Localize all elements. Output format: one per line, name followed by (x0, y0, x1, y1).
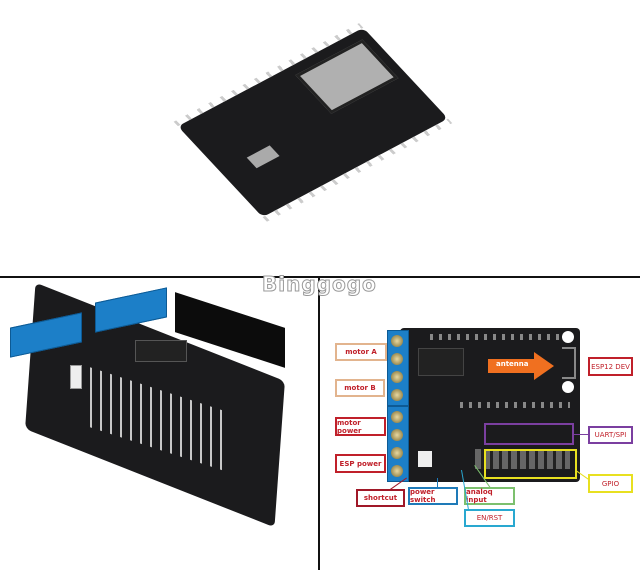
divider-vertical (318, 277, 320, 570)
label-motor-b: motor B (335, 379, 385, 397)
divider-horizontal (0, 276, 640, 278)
antenna-label: antenna (496, 360, 529, 368)
motor-terminal-block (387, 330, 409, 406)
power-switch (418, 451, 432, 467)
label-en-rst: EN/RST (464, 509, 515, 527)
connector-uart-spi (574, 434, 588, 435)
label-gpio: GPIO (588, 474, 633, 493)
label-motor-power: motor power (335, 417, 386, 436)
connector-power-switch (437, 478, 438, 487)
label-analog-input: analoq input (464, 487, 515, 505)
label-power-switch: power switch (408, 487, 458, 505)
label-shortcut: shortcut (356, 489, 405, 507)
gpio-headers (475, 449, 570, 469)
label-esp12-dev: ESP12 DEV (588, 357, 633, 376)
driver-chip (135, 340, 187, 362)
nodemcu-board-photo (173, 23, 462, 233)
antenna-trace (562, 347, 576, 379)
motor-shield-photo (10, 282, 310, 550)
power-terminal-block (387, 406, 409, 482)
label-motor-a: motor A (335, 343, 387, 361)
watermark: Binggogo (262, 272, 377, 297)
label-uart-spi: UART/SPI (588, 426, 633, 444)
driver-chip (418, 348, 464, 376)
uart-spi-highlight (484, 423, 574, 445)
power-switch (70, 365, 82, 389)
antenna-arrow: antenna (488, 352, 554, 380)
label-esp-power: ESP power (335, 454, 386, 473)
gpio-highlight (484, 449, 577, 479)
